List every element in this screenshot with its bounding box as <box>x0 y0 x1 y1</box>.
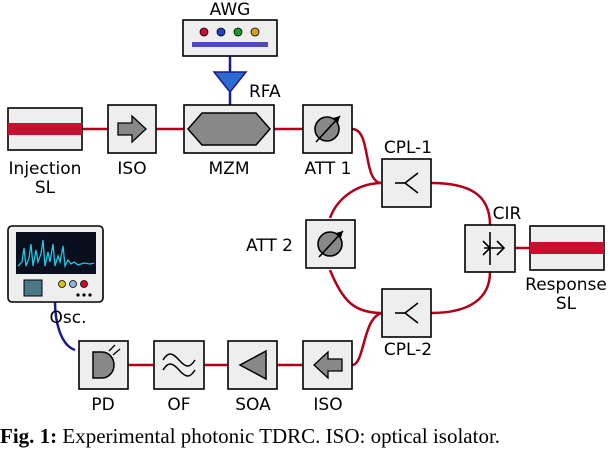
awg-port-blue <box>216 27 226 37</box>
cpl1-label: CPL-1 <box>384 138 432 158</box>
arrow-right-icon <box>117 114 147 144</box>
osc-label: Osc. <box>50 308 87 328</box>
caption-prefix: Fig. 1: <box>0 424 58 448</box>
osc-knob-2 <box>69 280 77 288</box>
attenuator-1 <box>302 104 353 154</box>
soa-amplifier <box>227 340 278 390</box>
attenuator-2 <box>305 219 356 269</box>
injection-sl-label-line2: SL <box>35 178 56 198</box>
iso-top-label: ISO <box>117 159 146 179</box>
att1-label: ATT 1 <box>305 159 352 179</box>
awg-port-green <box>233 27 243 37</box>
optical-filter <box>153 340 205 390</box>
figure-caption: Fig. 1: Experimental photonic TDRC. ISO:… <box>0 424 610 450</box>
oscilloscope-screen <box>16 232 96 274</box>
cpl2-label: CPL-2 <box>384 340 432 360</box>
oscilloscope <box>7 225 104 303</box>
arrow-left-icon <box>313 350 343 380</box>
circulator <box>464 224 516 273</box>
photodetector <box>78 340 129 390</box>
isolator-top <box>107 104 157 154</box>
mzm-modulator <box>183 104 275 154</box>
oscilloscope-trace <box>17 239 95 269</box>
isolator-bottom <box>302 340 353 390</box>
oscilloscope-panel <box>23 279 43 297</box>
awg-port-red <box>199 27 209 37</box>
response-sl-label-line2: SL <box>556 294 577 314</box>
cir-label: CIR <box>493 204 522 224</box>
of-label: OF <box>167 395 190 415</box>
iso-bottom-label: ISO <box>313 395 342 415</box>
injection-sl-label-line1: Injection <box>9 159 82 179</box>
coupler-2 <box>381 288 432 338</box>
awg-bar <box>192 42 268 47</box>
rf-links <box>53 56 232 352</box>
injection-laser <box>7 107 83 151</box>
osc-knob-1 <box>58 280 66 288</box>
fiber-links <box>82 127 530 367</box>
response-laser <box>529 225 605 271</box>
att2-label: ATT 2 <box>246 236 293 256</box>
soa-label: SOA <box>235 395 271 415</box>
mzm-label: MZM <box>209 159 250 179</box>
awg-label: AWG <box>210 0 251 20</box>
pd-label: PD <box>91 395 114 415</box>
caption-text: Experimental photonic TDRC. ISO: optical… <box>57 424 501 448</box>
awg-port-yellow <box>250 27 260 37</box>
awg-instrument <box>182 19 278 57</box>
osc-knob-3 <box>80 280 88 288</box>
response-sl-label-line1: Response <box>525 275 607 295</box>
rf-amplifier-icon <box>212 71 248 94</box>
rfa-label: RFA <box>249 82 281 102</box>
coupler-1 <box>381 158 432 208</box>
